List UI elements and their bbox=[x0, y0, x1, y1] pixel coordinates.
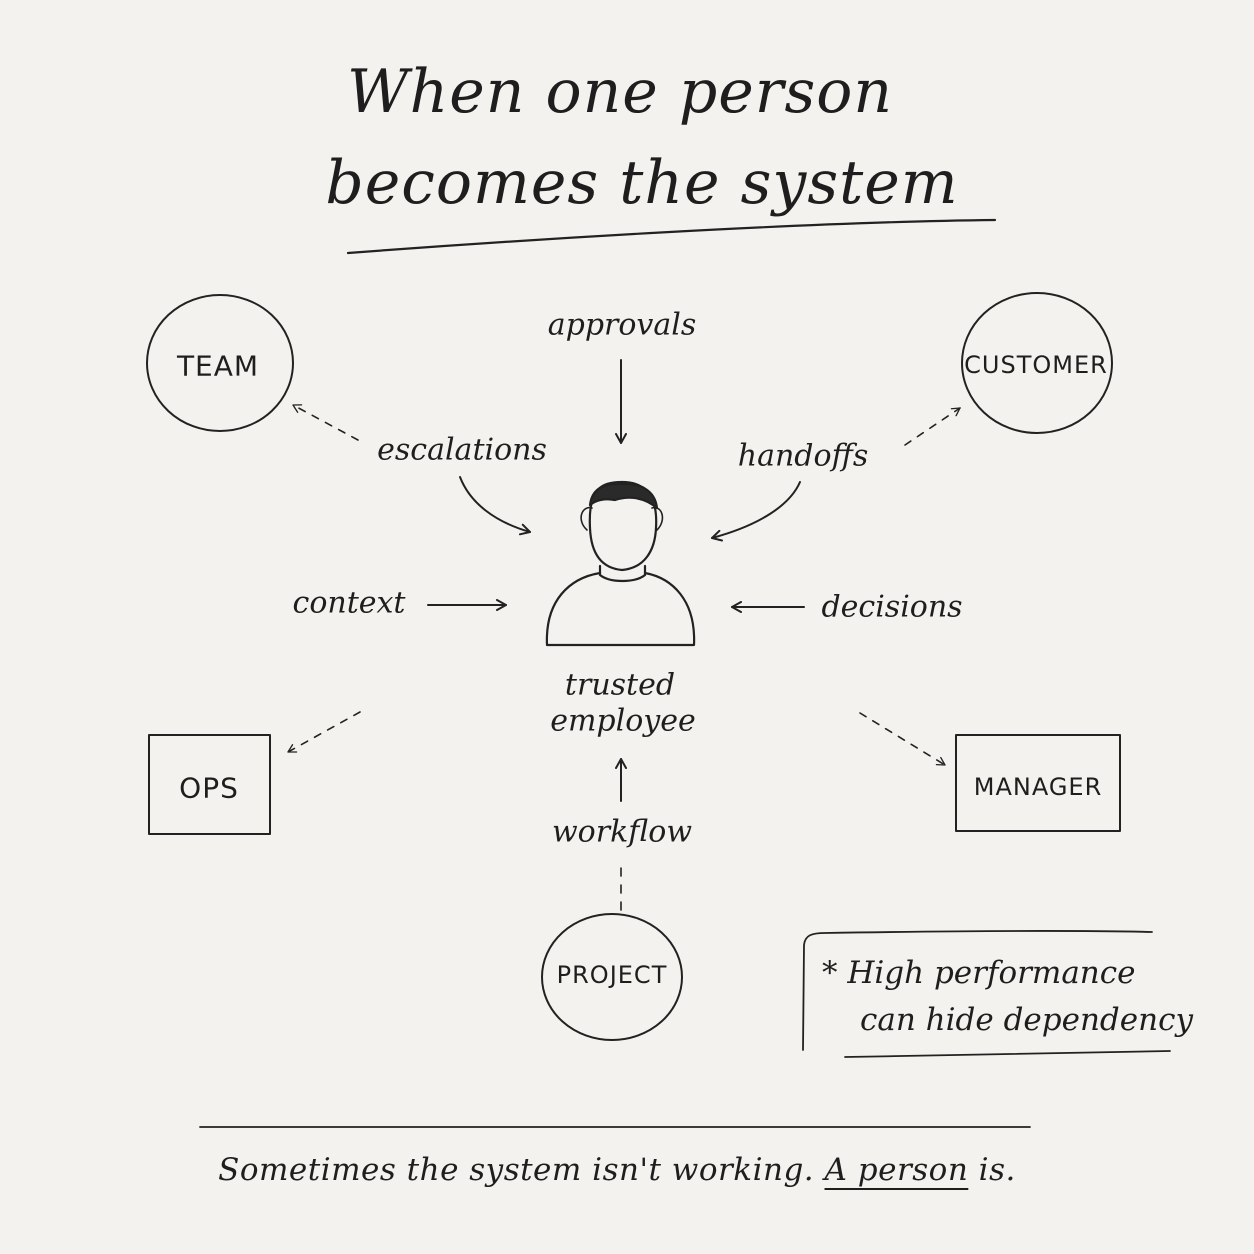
customer-node-label: CUSTOMER bbox=[964, 351, 1108, 379]
ops-node-outline bbox=[148, 734, 271, 835]
handoffs-label: handoffs bbox=[737, 438, 869, 474]
note-line-2: can hide dependency bbox=[860, 1002, 1193, 1038]
workflow-label: workflow bbox=[551, 814, 693, 850]
note-box-frame bbox=[802, 930, 1153, 1051]
team-dashed-link bbox=[292, 404, 359, 441]
manager-node-outline bbox=[955, 734, 1121, 832]
customer-node-outline bbox=[961, 292, 1113, 434]
handoffs-arrow bbox=[711, 481, 801, 542]
manager-dashed-link bbox=[859, 712, 946, 766]
footer-part-1: Sometimes the system isn't working. bbox=[218, 1152, 815, 1188]
center-label-line-2: employee bbox=[550, 703, 696, 739]
manager-node-label: MANAGER bbox=[973, 773, 1103, 801]
approvals-label: approvals bbox=[547, 307, 697, 343]
project-node-label: PROJECT bbox=[556, 961, 668, 989]
escalations-label: escalations bbox=[377, 432, 547, 468]
center-label-line-1: trusted bbox=[564, 667, 676, 703]
title-line-2: becomes the system bbox=[325, 148, 959, 218]
title-underline bbox=[346, 218, 997, 255]
team-node-label: TEAM bbox=[176, 349, 260, 383]
escalations-arrow bbox=[459, 476, 531, 536]
project-node-outline bbox=[541, 913, 683, 1041]
footer-caption: Sometimes the system isn't working. A pe… bbox=[218, 1152, 1016, 1188]
context-label: context bbox=[292, 585, 406, 621]
ops-node-label: OPS bbox=[179, 771, 239, 805]
person-icon bbox=[545, 480, 696, 647]
customer-dashed-link bbox=[904, 407, 961, 446]
note-underline bbox=[844, 1050, 1171, 1058]
footer-part-2: A person bbox=[824, 1152, 969, 1188]
ops-dashed-link bbox=[287, 711, 361, 753]
title-line-1: When one person bbox=[346, 57, 894, 127]
team-node-outline bbox=[146, 294, 294, 432]
note-line-1: * High performance bbox=[822, 955, 1136, 991]
decisions-label: decisions bbox=[821, 589, 963, 625]
footer-part-3: is. bbox=[978, 1152, 1016, 1188]
